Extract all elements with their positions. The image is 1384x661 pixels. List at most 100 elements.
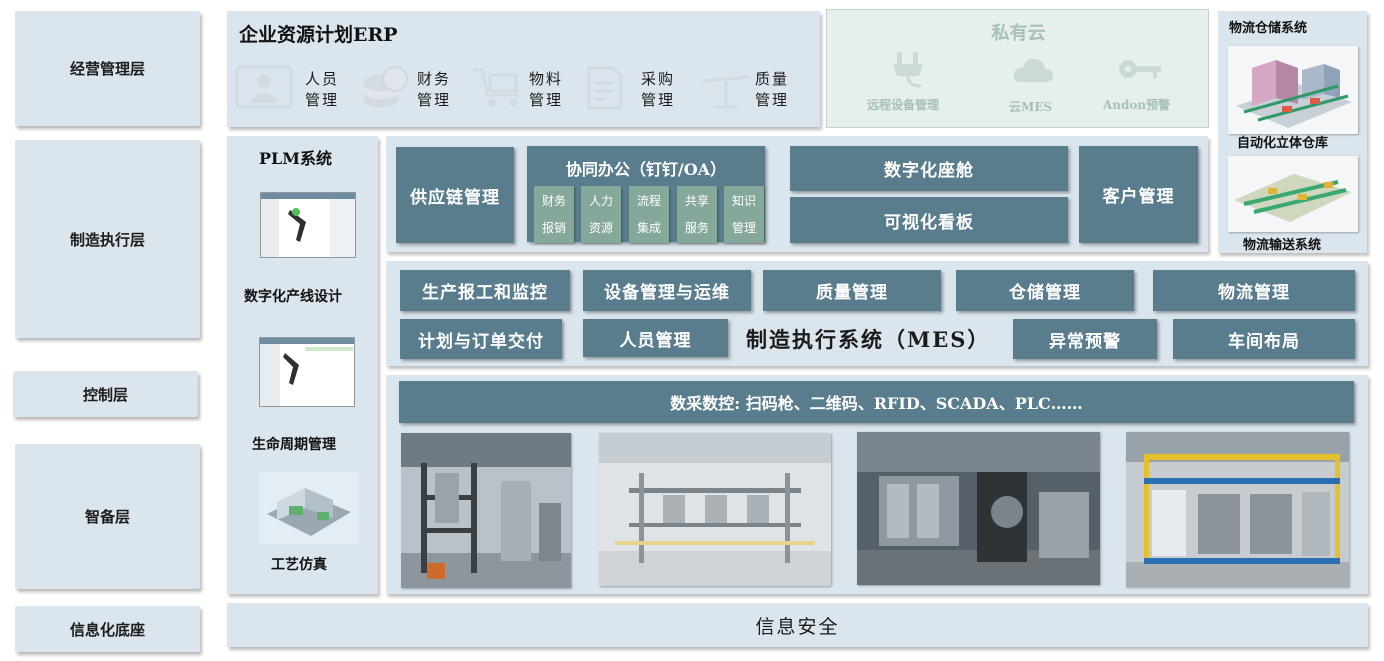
digital-cockpit-box[interactable]: 数字化座舱: [790, 146, 1068, 191]
collab-item-line: 服务: [684, 220, 709, 235]
layer-business-label: 经营管理层: [69, 60, 145, 78]
logistics-title: 物流仓储系统: [1229, 21, 1308, 36]
layer-control-label: 控制层: [82, 385, 128, 404]
office-panel: 供应链管理 协同办公（钉钉/OA） 财务 报销 人力 资源 流程 集成 共享 服…: [386, 136, 1208, 252]
erp-module-line: 人员: [305, 70, 340, 88]
cloud-mes: 云MES: [1009, 100, 1053, 114]
collab-item-knowledge[interactable]: 知识 管理: [724, 186, 764, 243]
plm-software-screenshot: [260, 192, 356, 258]
mes-equipment-maintenance[interactable]: 设备管理与运维: [583, 270, 751, 311]
collab-item-line: 集成: [636, 220, 661, 235]
visual-dashboard-box[interactable]: 可视化看板: [790, 197, 1068, 243]
layer-equipment: 智备层: [15, 444, 200, 589]
foundation-panel: 信息安全: [227, 603, 1368, 647]
control-equipment-panel: 数采数控: 扫码枪、二维码、RFID、SCADA、PLC……: [386, 375, 1368, 594]
document-icon: [587, 66, 623, 110]
user-icon: [235, 65, 293, 109]
plm-digital-line-design: 数字化产线设计: [244, 289, 342, 305]
data-acquisition-label: 数采数控: 扫码枪、二维码、RFID、SCADA、PLC……: [670, 394, 1083, 413]
erp-module-line: 物料: [529, 70, 564, 88]
supply-chain-box[interactable]: 供应链管理: [396, 147, 514, 243]
erp-module-line: 管理: [755, 91, 790, 109]
mes-item-label: 异常预警: [1049, 331, 1121, 352]
mes-item-label: 计划与订单交付: [418, 331, 544, 352]
conveyor-system-image: [1228, 156, 1358, 232]
mes-item-label: 仓储管理: [1009, 283, 1081, 303]
collab-item-hr[interactable]: 人力 资源: [581, 186, 621, 243]
mes-production-report[interactable]: 生产报工和监控: [400, 270, 570, 311]
private-cloud-title: 私有云: [991, 23, 1046, 44]
collab-item-line: 管理: [731, 220, 756, 235]
erp-module-quality: 质量 管理: [755, 69, 789, 111]
mes-item-label: 人员管理: [619, 330, 692, 351]
layer-foundation: 信息化底座: [15, 606, 200, 652]
mes-personnel-management[interactable]: 人员管理: [583, 319, 728, 357]
mes-item-label: 质量管理: [816, 283, 888, 303]
mes-warehouse-management[interactable]: 仓储管理: [956, 270, 1134, 311]
collab-item-line: 报销: [541, 220, 566, 235]
erp-module-line: 管理: [529, 91, 564, 109]
supply-chain-label: 供应链管理: [410, 187, 500, 208]
erp-module-material: 物料 管理: [529, 69, 563, 111]
mes-quality-management[interactable]: 质量管理: [763, 270, 941, 311]
equipment-photo-3: [857, 432, 1100, 585]
mes-item-label: 设备管理与运维: [604, 283, 730, 303]
logistics-panel: 物流仓储系统 自动化立体仓库 物流输送系统: [1218, 11, 1367, 253]
plm-lifecycle-management: 生命周期管理: [252, 437, 336, 453]
mes-logistics-management[interactable]: 物流管理: [1153, 270, 1355, 311]
mes-item-label: 物流管理: [1218, 283, 1290, 303]
collab-item-finance[interactable]: 财务 报销: [534, 186, 574, 243]
cloud-remote-device: 远程设备管理: [867, 98, 940, 112]
equipment-photo-4: [1126, 432, 1349, 587]
layer-execution-label: 制造执行层: [69, 230, 145, 249]
private-cloud-panel: 私有云 远程设备管理 云MES Andon预警: [826, 9, 1209, 128]
automated-warehouse-image: [1228, 46, 1358, 134]
automated-warehouse-label: 自动化立体仓库: [1237, 136, 1329, 151]
cart-icon: [473, 68, 518, 107]
collab-item-line: 资源: [588, 220, 613, 235]
equipment-photo-2: [599, 433, 831, 586]
collab-office-title: 协同办公（钉钉/OA）: [565, 160, 727, 179]
conveyor-system-label: 物流输送系统: [1243, 238, 1322, 253]
collab-item-line: 共享: [684, 193, 709, 208]
erp-module-line: 采购: [641, 70, 676, 88]
collab-item-line: 财务: [541, 193, 566, 208]
customer-management-box[interactable]: 客户管理: [1079, 146, 1198, 243]
erp-module-line: 财务: [417, 70, 452, 88]
cloud-icon: [1013, 58, 1053, 82]
mes-exception-warning[interactable]: 异常预警: [1013, 319, 1157, 359]
plm-title: PLM系统: [259, 149, 332, 168]
erp-module-line: 管理: [305, 91, 340, 109]
layer-equipment-label: 智备层: [84, 508, 130, 526]
collab-office-box[interactable]: 协同办公（钉钉/OA） 财务 报销 人力 资源 流程 集成 共享 服务 知识 管…: [527, 146, 765, 243]
mes-workshop-layout[interactable]: 车间布局: [1173, 319, 1355, 359]
collab-item-line: 知识: [731, 193, 756, 208]
digital-cockpit-label: 数字化座舱: [884, 161, 974, 181]
mes-title: 制造执行系统（MES）: [746, 327, 991, 352]
information-security-label: 信息安全: [755, 615, 840, 638]
plm-panel: PLM系统 数字化产线设计 生命周期管理 工艺仿真: [227, 136, 378, 594]
collab-item-line: 流程: [636, 193, 661, 208]
plug-icon: [893, 52, 923, 88]
scale-icon: [699, 75, 750, 109]
collab-item-process[interactable]: 流程 集成: [629, 186, 669, 243]
lifecycle-software-screenshot: [259, 337, 355, 407]
coins-icon: [363, 66, 408, 107]
erp-module-purchasing: 采购 管理: [641, 69, 675, 111]
erp-module-personnel: 人员 管理: [305, 69, 339, 111]
visual-dashboard-label: 可视化看板: [884, 212, 974, 233]
mes-item-label: 车间布局: [1228, 331, 1300, 352]
data-acquisition-banner[interactable]: 数采数控: 扫码枪、二维码、RFID、SCADA、PLC……: [399, 381, 1354, 423]
collab-item-line: 人力: [588, 193, 613, 208]
collab-item-shared[interactable]: 共享 服务: [677, 186, 717, 243]
key-icon: [1119, 60, 1161, 78]
customer-management-label: 客户管理: [1102, 187, 1175, 207]
erp-module-line: 管理: [641, 91, 676, 109]
layer-foundation-label: 信息化底座: [69, 620, 145, 639]
layer-business: 经营管理层: [15, 11, 200, 126]
erp-module-line: 质量: [755, 70, 790, 88]
mes-item-label: 生产报工和监控: [422, 283, 548, 303]
mes-panel: 生产报工和监控 设备管理与运维 质量管理 仓储管理 物流管理 计划与订单交付 人…: [386, 261, 1368, 366]
process-simulation-image: [259, 472, 359, 544]
mes-plan-order-delivery[interactable]: 计划与订单交付: [400, 319, 562, 359]
